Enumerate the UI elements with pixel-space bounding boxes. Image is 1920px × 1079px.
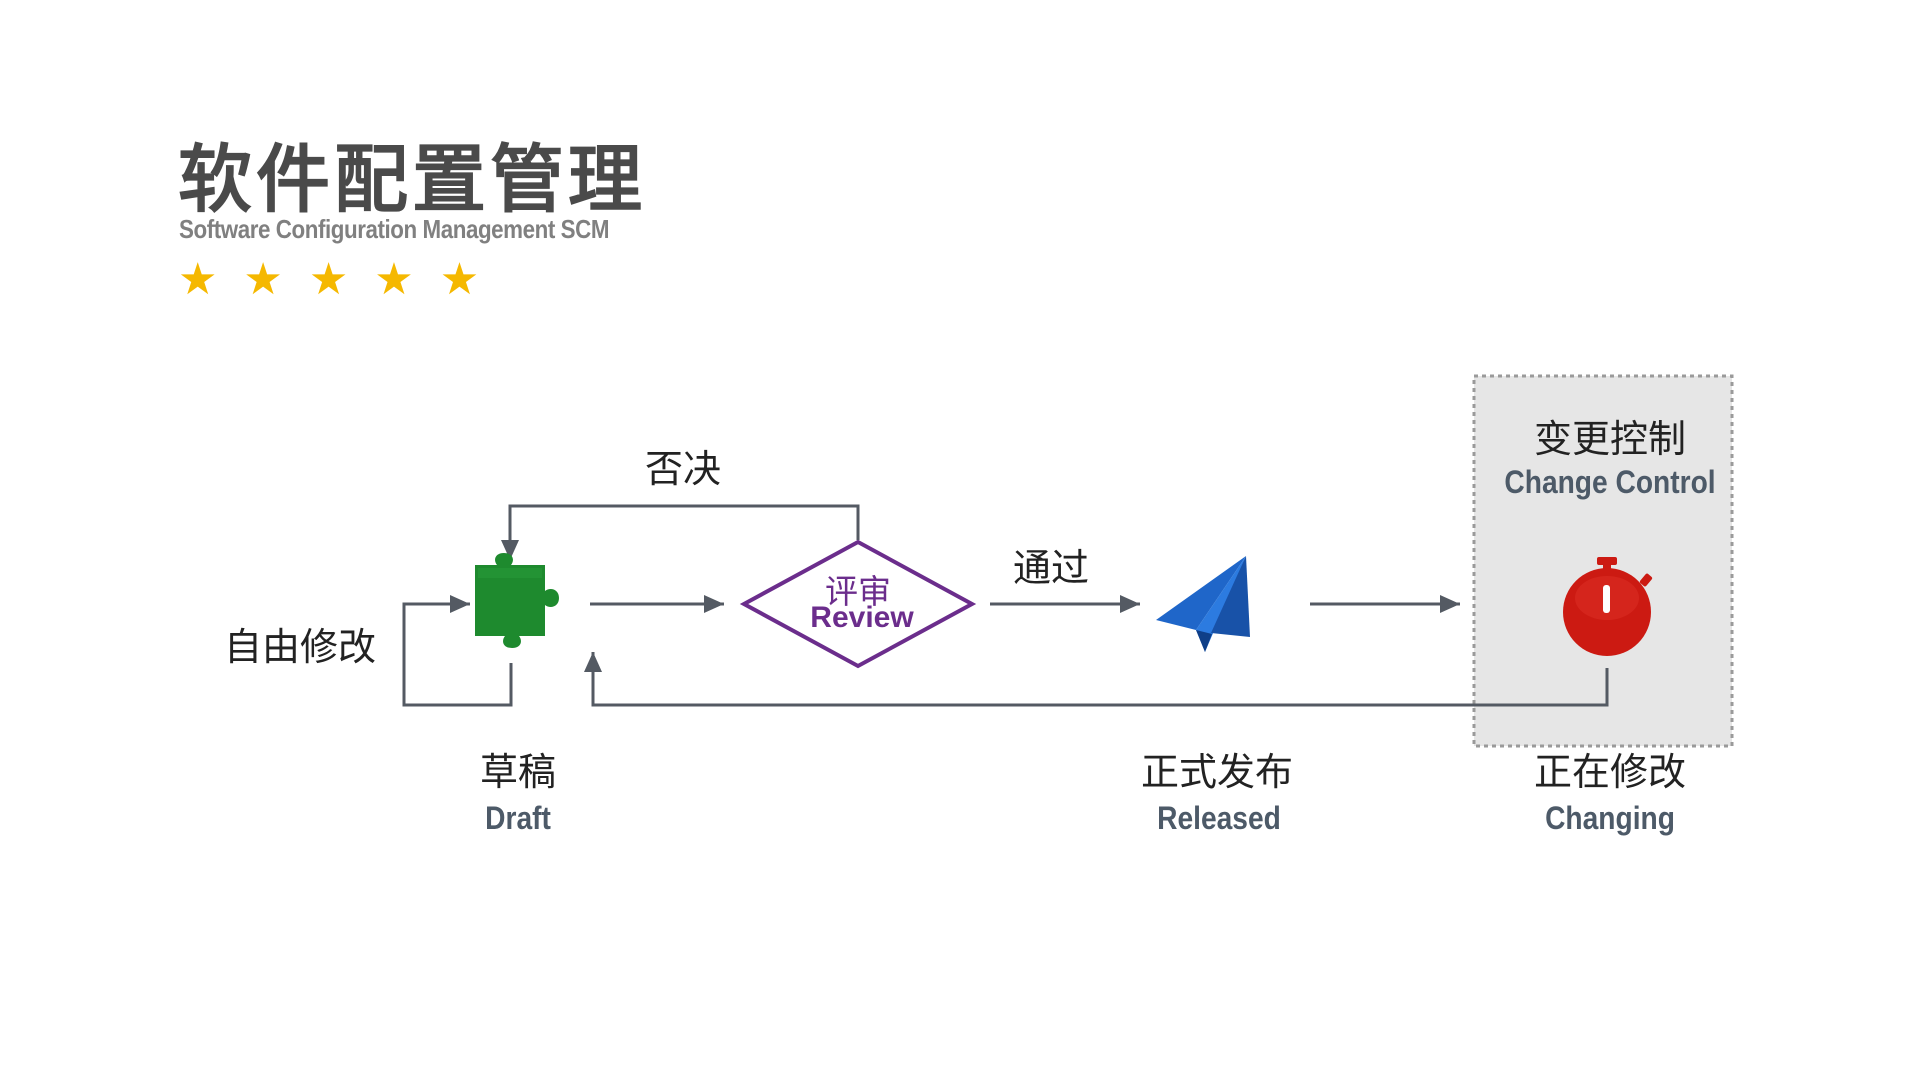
stopwatch-icon bbox=[1563, 557, 1653, 656]
page-subtitle: Software Configuration Management SCM bbox=[179, 214, 610, 244]
star-rating: ★ ★ ★ ★ ★ bbox=[178, 254, 486, 305]
changing-label-en: Changing bbox=[1545, 800, 1675, 836]
released-label-cn: 正式发布 bbox=[1140, 750, 1294, 794]
pass-label: 通过 bbox=[1013, 546, 1090, 590]
change-control-label-en: Change Control bbox=[1504, 464, 1716, 500]
reject-arrow bbox=[501, 504, 860, 560]
draft-label-cn: 草稿 bbox=[479, 750, 557, 794]
review-label-cn: 评审 bbox=[825, 572, 891, 611]
page-title: 软件配置管理 bbox=[178, 137, 646, 223]
puzzle-piece-icon bbox=[475, 553, 559, 648]
released-label-en: Released bbox=[1157, 800, 1281, 836]
review-diamond bbox=[739, 539, 977, 669]
change-control-label-cn: 变更控制 bbox=[1533, 417, 1687, 461]
free-edit-loop-arrow bbox=[402, 595, 513, 707]
reject-label: 否决 bbox=[645, 447, 722, 491]
paper-plane-icon bbox=[1156, 556, 1250, 652]
change-control-box bbox=[1472, 374, 1734, 748]
review-label-en: Review bbox=[810, 601, 914, 634]
draft-label-en: Draft bbox=[485, 800, 551, 836]
changing-label-cn: 正在修改 bbox=[1533, 750, 1687, 794]
free-edit-label: 自由修改 bbox=[224, 625, 377, 669]
changing-to-draft-arrow bbox=[584, 652, 1609, 707]
